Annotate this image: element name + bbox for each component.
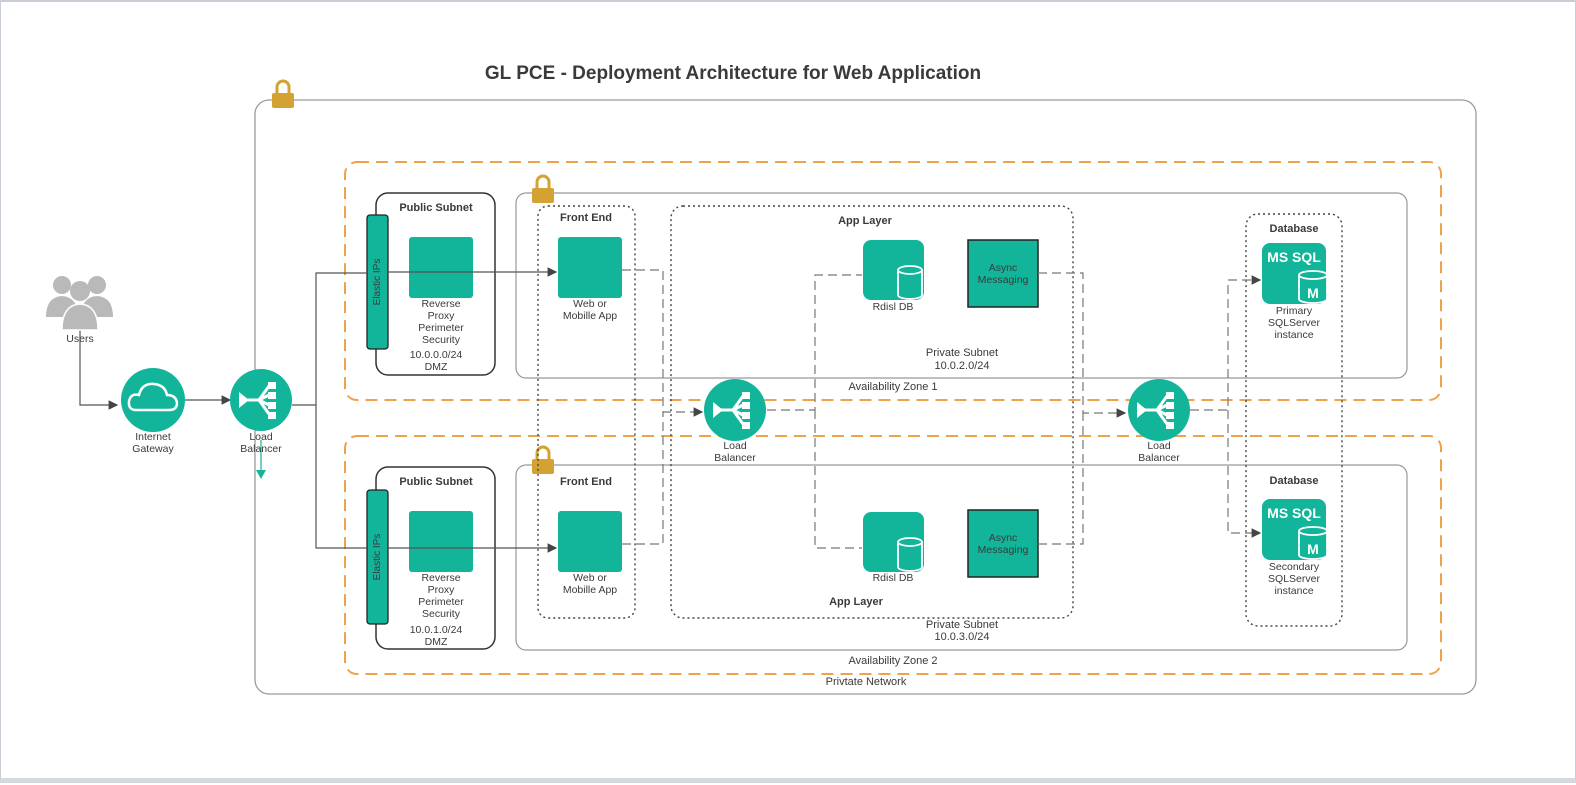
zone2-database-title: Database — [1270, 475, 1319, 487]
zone2-proxy-l3: Perimeter — [418, 596, 464, 608]
zone1-database-title: Database — [1270, 223, 1319, 235]
availability-zone-2 — [344, 435, 1442, 675]
zone1-label: Availability Zone 1 — [848, 381, 937, 393]
zone1-public-subnet-title: Public Subnet — [399, 202, 473, 214]
app-lb-label-l1: Load — [723, 440, 747, 452]
zone1-rdisl-db-label: Rdisl DB — [873, 301, 914, 313]
zone1-proxy-l2: Proxy — [428, 310, 456, 322]
dashed-connectors — [622, 269, 1262, 549]
zone2-async-l1: Async — [989, 532, 1018, 544]
zone2-front-end-title: Front End — [560, 476, 612, 488]
zone2-rdisl-db-label: Rdisl DB — [873, 572, 914, 584]
zone1-elastic-ips-label: Elastic IPs — [372, 259, 383, 306]
diagram-title: GL PCE - Deployment Architecture for Web… — [485, 63, 981, 84]
zone2-reverse-proxy-box — [409, 511, 473, 572]
zone2-proxy-l1: Reverse — [421, 572, 460, 584]
db-lb-label-l2: Balancer — [1138, 452, 1180, 464]
zone1-rdisl-db-icon — [863, 240, 924, 300]
zone1-proxy-l3: Perimeter — [418, 322, 464, 334]
app-layer-box — [670, 205, 1074, 619]
internet-gateway-icon — [121, 368, 185, 432]
zone1-lock-icon — [530, 174, 556, 205]
zone2-db-instance-l2: SQLServer — [1268, 573, 1320, 585]
zone2-web-app-box — [558, 511, 622, 572]
availability-zone-1 — [344, 161, 1442, 401]
zone2-app-layer-title: App Layer — [829, 596, 884, 608]
gateway-label-l1: Internet — [135, 431, 171, 443]
outer-lb-label-l1: Load — [249, 431, 273, 443]
zone1-public-cidr: 10.0.0.0/24 — [410, 349, 463, 361]
zone2-mssql-m: M — [1307, 541, 1319, 557]
zone2-public-cidr: 10.0.1.0/24 — [410, 624, 463, 636]
zone2-private-subnet-label: Private Subnet — [926, 619, 998, 631]
zone1-web-app-l2: Mobille App — [563, 310, 617, 322]
zone2-elastic-ips-label: Elastic IPs — [372, 534, 383, 581]
zone2-async-messaging-box — [967, 509, 1039, 578]
zone2-web-app-l2: Mobille App — [563, 584, 617, 596]
zone2-rdisl-db-icon — [863, 512, 924, 572]
zone1-mssql-icon — [1262, 243, 1328, 304]
zone1-reverse-proxy-box — [409, 237, 473, 298]
app-lb-label-l2: Balancer — [714, 452, 756, 464]
zone2-elastic-ips-bar — [366, 489, 389, 625]
zone1-db-instance-l2: SQLServer — [1268, 317, 1320, 329]
teal-arrowhead — [256, 470, 266, 479]
zone1-db-instance-l1: Primary — [1276, 305, 1313, 317]
zone1-mssql-m: M — [1307, 285, 1319, 301]
zone1-app-layer-title: App Layer — [838, 215, 893, 227]
zone1-private-subnet-cidr: 10.0.2.0/24 — [934, 360, 989, 372]
zone1-web-app-l1: Web or — [573, 298, 607, 310]
zone2-proxy-l2: Proxy — [428, 584, 456, 596]
zone2-mssql-text: MS SQL — [1267, 505, 1321, 521]
zone1-mssql-text: MS SQL — [1267, 249, 1321, 265]
zone1-elastic-ips-bar — [366, 214, 389, 350]
zone2-web-app-l1: Web or — [573, 572, 607, 584]
zone1-front-end-title: Front End — [560, 212, 612, 224]
zone2-async-l2: Messaging — [978, 544, 1029, 556]
database-box — [1245, 213, 1343, 627]
zone1-private-subnet-label: Private Subnet — [926, 347, 998, 359]
app-load-balancer-icon — [702, 377, 768, 443]
zone2-db-instance-l3: instance — [1274, 585, 1313, 597]
zone1-proxy-l1: Reverse — [421, 298, 460, 310]
private-network-label: Privtate Network — [826, 676, 907, 688]
zone1-async-l2: Messaging — [978, 274, 1029, 286]
zone2-dmz: DMZ — [425, 636, 448, 648]
zone2-private-subnet-box — [515, 464, 1408, 651]
zone2-private-subnet-cidr: 10.0.3.0/24 — [934, 631, 989, 643]
zone1-db-instance-l3: instance — [1274, 329, 1313, 341]
zone1-async-messaging-box — [967, 239, 1039, 308]
zone2-label: Availability Zone 2 — [848, 655, 937, 667]
db-lb-label-l1: Load — [1147, 440, 1171, 452]
gateway-label-l2: Gateway — [132, 443, 174, 455]
zone1-private-subnet-box — [515, 192, 1408, 379]
zone1-dmz: DMZ — [425, 361, 448, 373]
db-load-balancer-icon — [1126, 377, 1192, 443]
outer-load-balancer-icon — [228, 367, 294, 433]
zone1-async-l1: Async — [989, 262, 1018, 274]
zone2-public-subnet-title: Public Subnet — [399, 476, 473, 488]
users-icon — [46, 276, 113, 331]
solid-connectors — [79, 267, 558, 553]
outer-lb-label-l2: Balancer — [240, 443, 282, 455]
zone2-lock-icon — [530, 445, 556, 476]
zone2-mssql-icon — [1262, 499, 1328, 560]
network-lock-icon — [270, 79, 296, 110]
zone1-proxy-l4: Security — [422, 334, 461, 346]
users-label: Users — [66, 333, 93, 345]
zone1-web-app-box — [558, 237, 622, 298]
zone2-proxy-l4: Security — [422, 608, 461, 620]
zone2-db-instance-l1: Secondary — [1269, 561, 1320, 573]
